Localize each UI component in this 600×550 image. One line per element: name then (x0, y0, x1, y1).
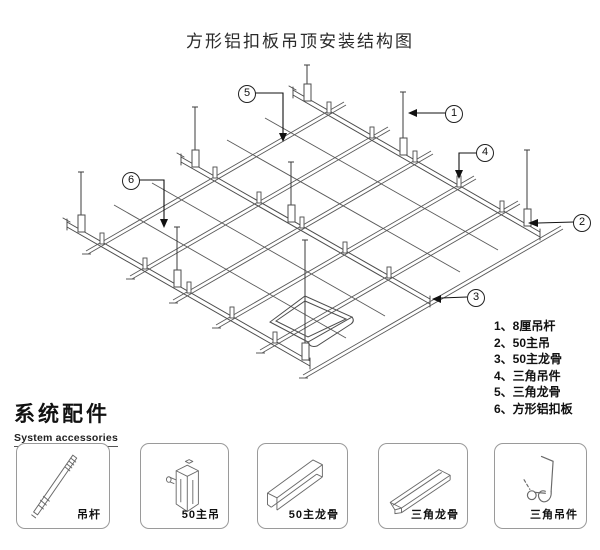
accessory-label: 50主龙骨 (288, 509, 339, 521)
accessory-label: 三角吊件 (530, 509, 578, 521)
accessory-box-main-keel: 50主龙骨 (257, 443, 348, 529)
legend-item: 4、三角吊件 (494, 368, 561, 383)
callout-3-main-keel: 3 (467, 289, 485, 307)
callout-6-square-panel: 6 (122, 172, 140, 190)
legend-item: 6、方形铝扣板 (494, 401, 573, 416)
legend-item: 3、50主龙骨 (494, 352, 563, 367)
callout-2-main-hanger: 2 (573, 214, 591, 232)
accessory-label: 吊杆 (77, 509, 101, 521)
accessory-label: 50主吊 (181, 509, 220, 521)
callout-1-hanger-rod: 1 (445, 105, 463, 123)
triangle-keel-icon (389, 469, 451, 515)
accessory-box-triangle-clip: 三角吊件 (494, 443, 587, 529)
accessories-title-zh: 系统配件 (14, 403, 110, 426)
hanger-rod-icon (31, 454, 78, 519)
main-hanger-icon (165, 459, 199, 512)
main-keel-icon (266, 459, 323, 511)
legend-item: 5、三角龙骨 (494, 385, 561, 400)
triangle-clip-icon (523, 455, 554, 503)
callout-5-triangle-keel: 5 (238, 85, 256, 103)
accessory-box-triangle-keel: 三角龙骨 (378, 443, 468, 529)
accessory-label: 三角龙骨 (411, 509, 459, 521)
accessory-box-main-hanger: 50主吊 (140, 443, 229, 529)
legend-item: 2、50主吊 (494, 335, 551, 350)
legend-item: 1、8厘吊杆 (494, 319, 556, 333)
accessories-header: 系统配件 System accessories (14, 398, 119, 447)
page-title: 方形铝扣板吊顶安装结构图 (186, 32, 414, 51)
legend: 1、8厘吊杆 2、50主吊 3、50主龙骨 4、三角吊件 5、三角龙骨 6、方形… (494, 318, 573, 418)
callout-4-triangle-clip: 4 (476, 144, 494, 162)
accessory-box-hanger-rod: 吊杆 (16, 443, 110, 529)
